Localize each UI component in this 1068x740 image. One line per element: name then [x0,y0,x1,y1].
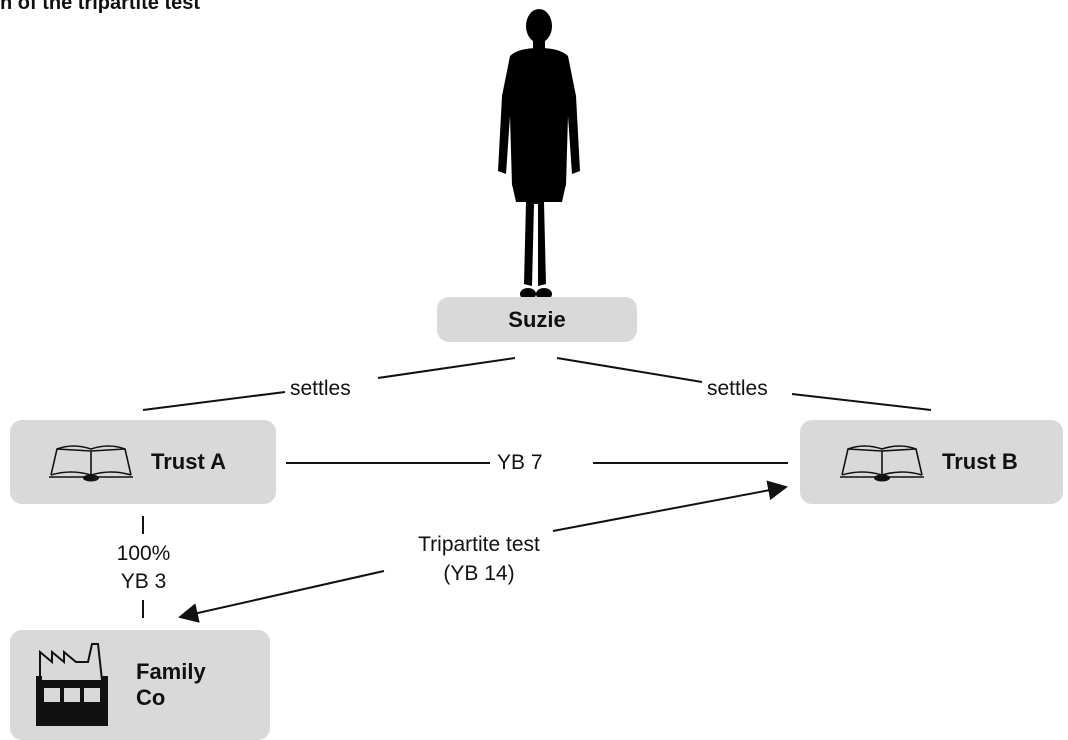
person-silhouette-icon [498,9,580,300]
settles-right-label: settles [707,377,768,400]
node-suzie: Suzie [437,297,637,342]
node-trust-b: Trust B [800,420,1063,504]
ownership-ref-label: YB 3 [120,570,167,593]
node-suzie-label: Suzie [508,306,566,332]
tripartite-test-label: Tripartite test [418,533,540,556]
open-book-icon [49,445,133,482]
node-trust-b-label: Trust B [942,449,1018,474]
tripartite-ref-label: (YB 14) [443,562,515,585]
factory-icon [36,643,108,726]
node-trust-a: Trust A [10,420,276,504]
open-book-icon [840,445,924,482]
node-family-co-label: Family Co [136,659,206,710]
ownership-percent-label: 100% [116,542,171,565]
settles-left-label: settles [290,377,351,400]
node-trust-a-label: Trust A [151,449,226,474]
node-family-co: Family Co [10,630,270,740]
settles-right-line-b [791,393,932,411]
tripartite-arrow-to-trust-b [552,480,788,532]
diagram-title: n of the tripartite test [0,0,201,14]
settles-left-line-b [142,391,286,411]
settles-right-line-a [556,357,703,383]
settles-left-line-a [377,357,516,379]
yb7-label: YB 7 [497,451,543,474]
tripartite-arrow-to-family-co [178,570,385,623]
